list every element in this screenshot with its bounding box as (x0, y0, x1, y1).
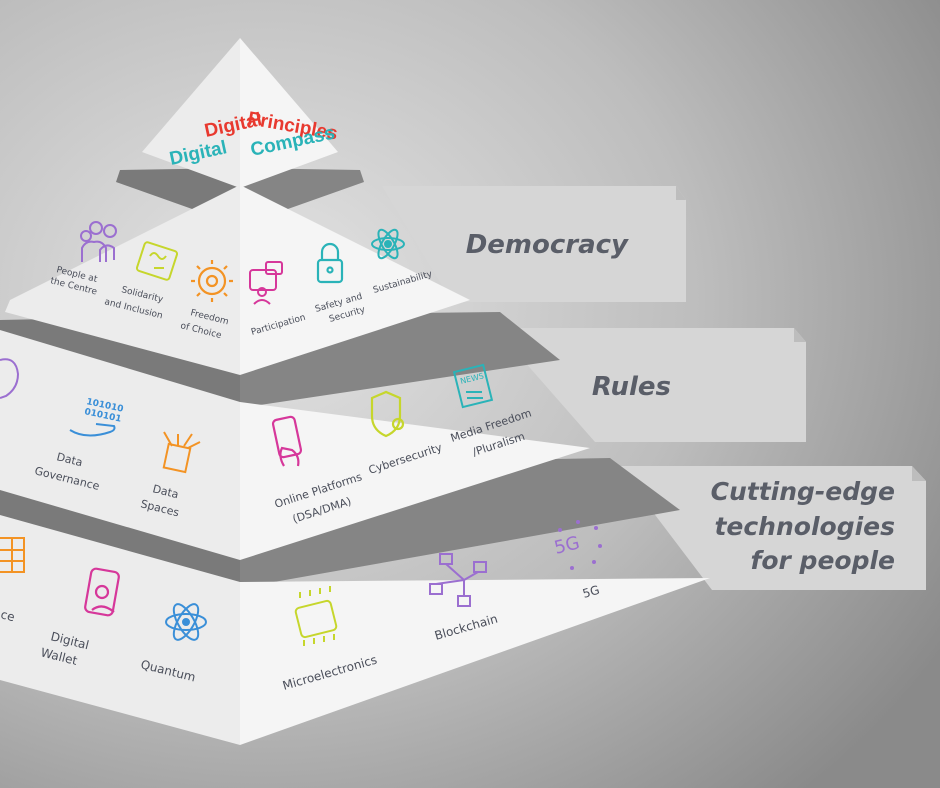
quantum-icon (165, 603, 207, 641)
tier-label-tech-1: Cutting-edge (711, 477, 895, 506)
pyramid-apex (142, 38, 338, 188)
tier-banner-democracy: Democracy (382, 186, 686, 302)
tier-banner-rules: Rules (495, 328, 806, 442)
gear-icon (191, 260, 233, 302)
tier-label-tech-2: technologies (714, 512, 895, 541)
shield-icon (370, 390, 405, 438)
partial-head-icon (0, 358, 20, 399)
blockchain-icon (429, 553, 487, 607)
tier-label-rules: Rules (592, 372, 671, 402)
label-cut-off: ce (0, 607, 16, 624)
smartphone-hand-icon (271, 415, 303, 467)
tier-banner-tech: Cutting-edge technologies for people (618, 466, 926, 590)
label-5g: 5G (581, 583, 601, 601)
partial-grid-icon (0, 537, 25, 573)
chip-icon (294, 586, 338, 646)
puzzle-icon (135, 241, 179, 281)
chat-hand-icon (249, 261, 283, 305)
atom-icon (371, 228, 405, 260)
wallet-phone-icon (84, 567, 120, 617)
people-group-icon (80, 221, 117, 262)
padlock-icon (316, 242, 344, 284)
tier-label-democracy: Democracy (466, 230, 629, 260)
data-spaces-icon (162, 431, 201, 474)
tier-label-tech-3: for people (750, 546, 895, 575)
label-data-gov-1: Data (55, 450, 84, 469)
level-democracy (5, 168, 470, 375)
label-data-spaces-1: Data (151, 482, 180, 501)
